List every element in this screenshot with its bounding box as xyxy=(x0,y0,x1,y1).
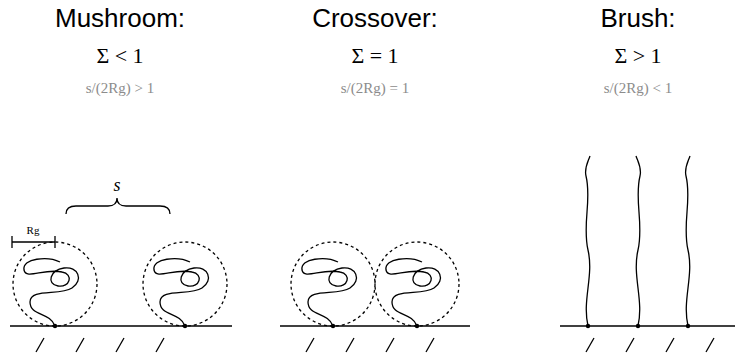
spacing-brace xyxy=(66,198,170,214)
surface-hatch xyxy=(306,338,434,352)
polymer-chain xyxy=(636,156,641,326)
spacing-ratio: s/(2Rg) = 1 xyxy=(341,80,409,97)
grafting-density: Σ < 1 xyxy=(96,44,143,68)
regime-heading: Crossover: xyxy=(312,4,438,33)
coil-boundary xyxy=(143,242,227,326)
polymer-chain xyxy=(585,156,590,326)
coil-boundary xyxy=(375,242,459,326)
polymer-chain xyxy=(302,259,357,326)
grafting-surface xyxy=(10,325,232,326)
polymer-chain xyxy=(154,259,209,326)
regime-heading: Mushroom: xyxy=(55,4,185,33)
surface-hatch xyxy=(586,338,714,352)
radius-bar xyxy=(12,236,55,248)
grafting-density: Σ > 1 xyxy=(614,44,661,68)
surface-hatch xyxy=(36,338,164,352)
grafting-surface xyxy=(280,325,470,326)
polymer-chain xyxy=(685,156,690,326)
polymer-chain xyxy=(24,259,79,326)
dimension-label: s xyxy=(113,176,120,196)
spacing-ratio: s/(2Rg) < 1 xyxy=(604,80,672,97)
coil-boundary xyxy=(13,242,97,326)
regime-heading: Brush: xyxy=(600,4,675,33)
dimension-label: Rg xyxy=(27,224,40,236)
graft-points xyxy=(53,324,690,328)
coil-boundary xyxy=(291,242,375,326)
polymer-chain xyxy=(386,259,441,326)
grafting-density: Σ = 1 xyxy=(351,44,398,68)
spacing-ratio: s/(2Rg) > 1 xyxy=(86,80,154,97)
